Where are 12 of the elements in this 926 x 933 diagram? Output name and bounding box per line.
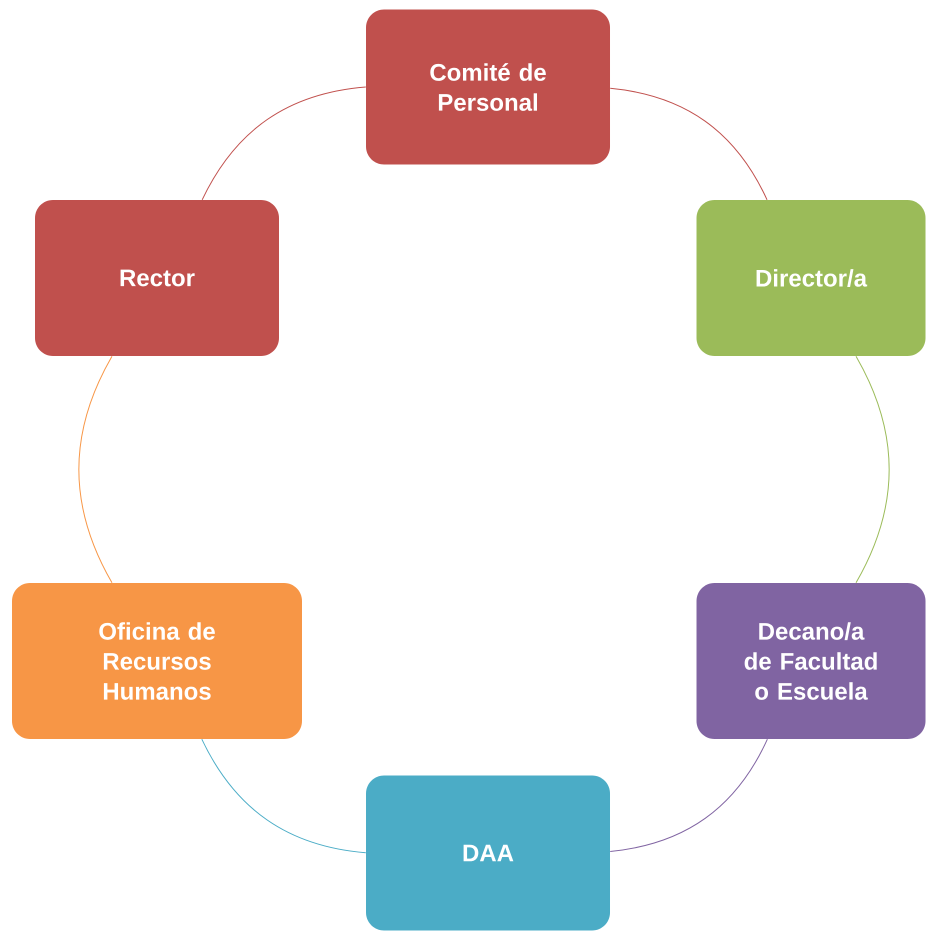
connector-arc: [610, 88, 768, 200]
process-box: Director/a: [696, 200, 926, 356]
process-box: Rector: [35, 200, 279, 356]
process-box: DAA: [366, 776, 610, 930]
process-box: Comité de Personal: [366, 10, 610, 164]
connector-arc: [201, 738, 366, 854]
connector-arc: [202, 86, 366, 200]
process-box: Decano/a de Facultad o Escuela: [696, 583, 926, 739]
connector-arc: [78, 356, 112, 584]
process-box: Oficina de Recursos Humanos: [12, 583, 302, 739]
connector-arc: [856, 356, 890, 584]
connector-arc: [610, 738, 768, 852]
